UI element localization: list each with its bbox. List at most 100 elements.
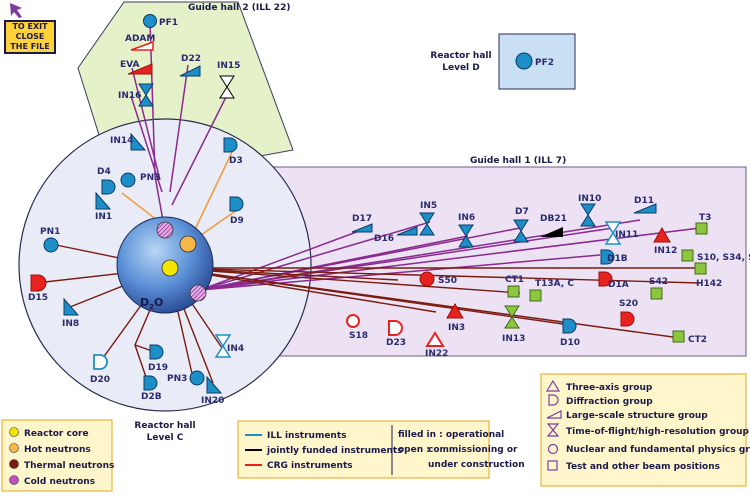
legend-group-2: Large-scale structure group [566, 411, 708, 421]
in13-hourglass-icon[interactable] [504, 305, 520, 329]
in14-triangle-icon[interactable] [130, 132, 147, 151]
legend-commissioning-label: commissioning or [428, 445, 518, 455]
s10-square-icon[interactable] [681, 249, 694, 262]
in13-label: IN13 [502, 334, 525, 344]
in3-triangle-icon[interactable] [446, 302, 464, 319]
pn1-circle-icon[interactable] [43, 237, 59, 253]
s42-square-icon[interactable] [650, 287, 663, 300]
in16-hourglass-icon[interactable] [138, 83, 154, 107]
in1-triangle-icon[interactable] [95, 191, 112, 210]
d1a-d-icon[interactable] [598, 271, 613, 287]
d10-d-icon[interactable] [562, 318, 577, 334]
s50-circle-icon[interactable] [419, 271, 435, 287]
legend-source-label-2: Thermal neutrons [24, 461, 114, 471]
pf1-circle-icon[interactable] [143, 14, 157, 28]
exit-close-file-button[interactable]: TO EXIT CLOSE THE FILE [4, 20, 56, 54]
h142-square-icon[interactable] [694, 262, 707, 275]
d23-label: D23 [386, 338, 406, 348]
in20-label: IN20 [201, 396, 224, 406]
pn3-top-circle-icon[interactable] [120, 172, 136, 188]
t13-label: T13A, C [535, 279, 574, 289]
d19-d-icon[interactable] [149, 344, 164, 360]
s42-label: S42 [649, 277, 668, 287]
legend-group-5: Test and other beam positions [566, 462, 720, 472]
d23-d-icon[interactable] [388, 320, 403, 336]
d3-d-icon[interactable] [223, 137, 238, 153]
in10-hourglass-icon[interactable] [580, 203, 596, 227]
in15-label: IN15 [217, 61, 240, 71]
in12-triangle-icon[interactable] [653, 226, 671, 243]
ct1-square-icon[interactable] [507, 285, 520, 298]
adam-wedge-icon[interactable] [130, 40, 154, 51]
eva-wedge-icon[interactable] [127, 63, 153, 75]
eva-label: EVA [120, 60, 140, 70]
d17-wedge-icon[interactable] [351, 223, 373, 233]
d20-d-icon[interactable] [93, 354, 108, 370]
cold-source-dot-1 [156, 221, 174, 239]
d22-label: D22 [181, 54, 201, 64]
d2b-d-icon[interactable] [143, 375, 158, 391]
legend-large-scale-icon [546, 410, 562, 419]
s10-label: S10, S34, S51 [697, 253, 750, 263]
guide-hall-1-title: Guide hall 1 (ILL 7) [470, 156, 566, 166]
d2b-label: D2B [141, 392, 162, 402]
pn1-label: PN1 [40, 227, 60, 237]
reactor-d2o-label: D2O [140, 296, 163, 311]
pf2-circle-icon[interactable] [515, 52, 533, 70]
in4-label: IN4 [227, 344, 244, 354]
in8-label: IN8 [62, 319, 79, 329]
d11-label: D11 [634, 196, 654, 206]
db21-wedge-icon[interactable] [540, 227, 563, 237]
in22-triangle-icon[interactable] [425, 331, 445, 347]
pf2-label: PF2 [535, 58, 554, 68]
hot-source-dot [179, 235, 197, 253]
legend-joint-label: jointly funded instruments [266, 446, 403, 456]
in3-label: IN3 [448, 323, 465, 333]
in5-hourglass-icon[interactable] [419, 212, 435, 236]
d16-label: D16 [374, 234, 394, 244]
in10-label: IN10 [578, 194, 601, 204]
in11-label: IN11 [615, 230, 638, 240]
in20-triangle-icon[interactable] [206, 375, 223, 394]
in11-hourglass-icon[interactable] [604, 221, 622, 245]
adam-label: ADAM [125, 34, 155, 44]
pn3-bottom-label: PN3 [167, 374, 187, 384]
pn3-top-label: PN3 [140, 173, 160, 183]
d19-label: D19 [148, 363, 168, 373]
s18-circle-icon[interactable] [346, 314, 360, 328]
t3-square-icon[interactable] [695, 222, 708, 235]
legend-crg-label: CRG instruments [267, 461, 353, 471]
d9-d-icon[interactable] [229, 196, 244, 212]
d7-hourglass-icon[interactable] [513, 219, 529, 243]
d15-d-icon[interactable] [30, 274, 47, 292]
legend-sources: Reactor core Hot neutrons Thermal neutro… [1, 419, 114, 492]
pn3-bottom-circle-icon[interactable] [189, 370, 205, 386]
legend-source-label-1: Hot neutrons [24, 445, 91, 455]
d22-wedge-icon[interactable] [179, 65, 201, 77]
exit-button-line-3: THE FILE [10, 42, 50, 51]
in6-label: IN6 [458, 213, 475, 223]
d11-wedge-icon[interactable] [633, 203, 657, 214]
pf1-label: PF1 [159, 18, 178, 28]
s20-d-icon[interactable] [620, 311, 635, 327]
legend-groups: Three-axis group Diffraction group Large… [540, 373, 750, 487]
db21-label: DB21 [540, 214, 567, 224]
in12-label: IN12 [654, 246, 677, 256]
t13-square-icon[interactable] [529, 289, 542, 302]
d4-d-icon[interactable] [101, 179, 116, 195]
legend-nuclear-icon [547, 443, 559, 455]
in16-label: IN16 [118, 91, 141, 101]
in4-hourglass-icon[interactable] [214, 334, 232, 358]
ct2-square-icon[interactable] [672, 330, 685, 343]
in15-hourglass-icon[interactable] [219, 75, 235, 99]
legend-group-0: Three-axis group [566, 383, 653, 393]
reactor-hall-d-title: Reactor hall [430, 51, 491, 61]
legend-source-dot-0 [9, 427, 19, 437]
in8-triangle-icon[interactable] [63, 297, 80, 316]
d1b-d-icon[interactable] [600, 249, 615, 265]
in6-hourglass-icon[interactable] [458, 224, 474, 248]
legend-group-1: Diffraction group [566, 397, 653, 407]
legend-group-4: Nuclear and fundamental physics group [566, 445, 750, 455]
d16-wedge-icon[interactable] [396, 226, 418, 236]
ct1-label: CT1 [505, 275, 524, 285]
